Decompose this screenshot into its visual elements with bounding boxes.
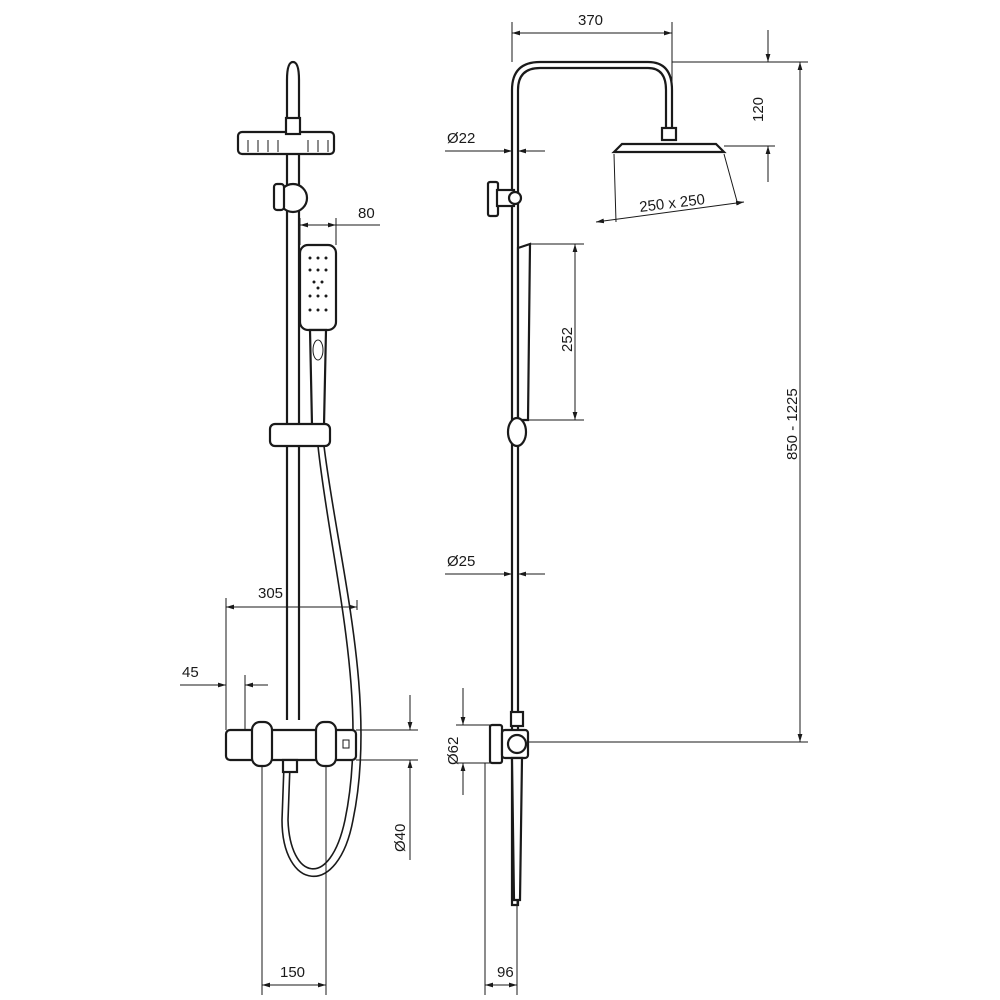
bottom-outlet [281,758,299,774]
front-dimensions: 80 305 45 Ø40 150 [180,205,418,995]
diverter-lever [272,182,286,212]
top-arm-side [510,60,674,907]
slider [268,422,332,448]
escutcheon-side [488,723,504,765]
dim-150: 150 [280,964,305,981]
head-connector-side [660,126,678,142]
hand-shower-nozzles [308,256,328,312]
dim-80: 80 [358,205,375,222]
dim-45: 45 [182,664,199,681]
hand-shower-side [516,242,532,422]
side-view [486,60,727,907]
front-view [224,60,362,878]
right-knob [314,720,338,768]
dim-252: 252 [559,327,576,352]
dim-diameter-25: Ø25 [447,553,475,570]
dim-diameter-22: Ø22 [447,130,475,147]
hose-inner [281,445,362,878]
rain-head-ridges [247,140,329,152]
hose [287,445,354,870]
dim-diameter-62: Ø62 [445,737,462,765]
dim-850-1225: 850 - 1225 [784,388,801,460]
rain-head [236,130,336,156]
top-arm [285,60,301,720]
dim-305: 305 [258,585,283,602]
dim-120: 120 [750,97,767,122]
dim-370: 370 [578,12,603,29]
left-knob [250,720,274,768]
head-connector [284,116,302,136]
hand-shower-handle [308,328,328,427]
handle-button [312,339,324,361]
rain-head-side [611,142,727,154]
side-dimensions: 370 120 Ø22 250 x 250 252 850 - 1225 Ø25… [445,12,808,995]
slider-side [506,416,528,448]
dim-diameter-40: Ø40 [392,824,409,852]
dim-250x250: 250 x 250 [638,191,705,216]
display-mark [342,739,350,749]
dim-96: 96 [497,964,514,981]
lower-outlet-side [510,756,524,902]
